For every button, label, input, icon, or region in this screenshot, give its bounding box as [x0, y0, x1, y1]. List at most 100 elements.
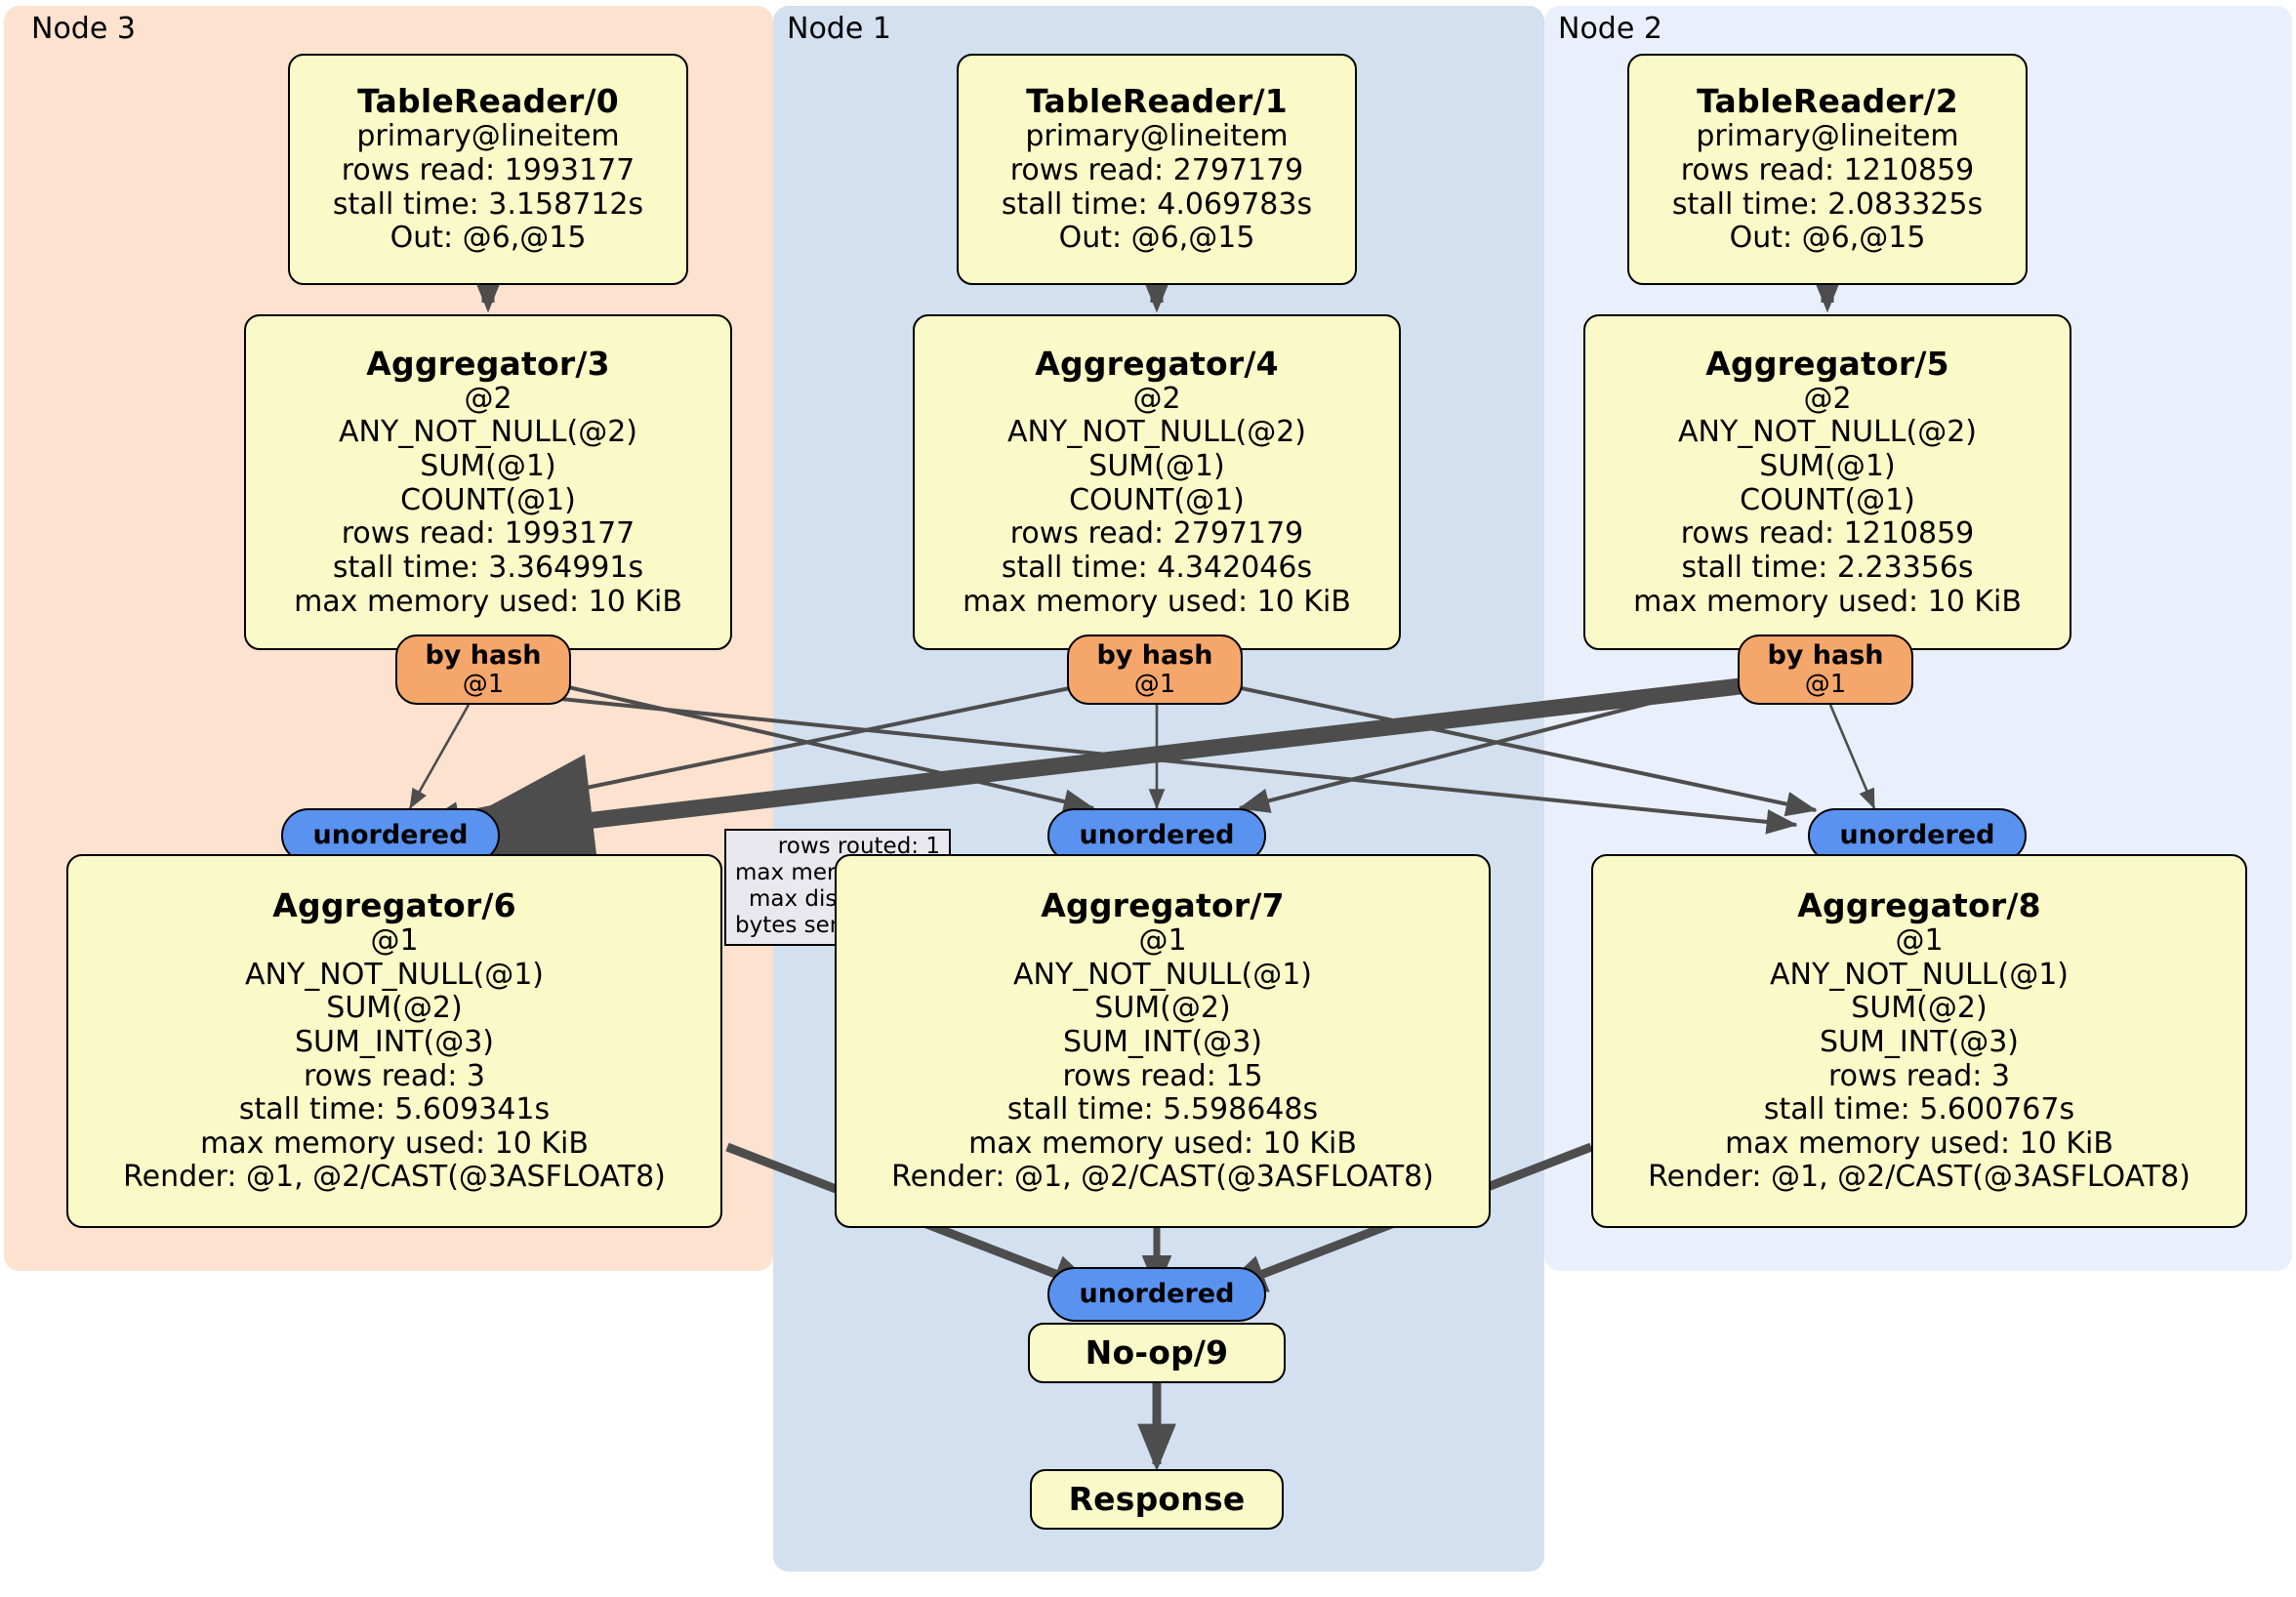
processor-detail: Render: @1, @2/CAST(@3ASFLOAT8): [1648, 1160, 2191, 1195]
processor-detail: @1: [370, 922, 419, 958]
processor-aggregator-7[interactable]: Aggregator/7 @1 ANY_NOT_NULL(@1) SUM(@2)…: [835, 854, 1491, 1228]
processor-title: Aggregator/7: [1041, 885, 1285, 924]
processor-title: TableReader/1: [1026, 82, 1288, 121]
processor-detail: primary@lineitem: [1696, 119, 1959, 154]
processor-detail: @2: [1803, 381, 1852, 416]
processor-noop-9[interactable]: No-op/9: [1028, 1323, 1286, 1383]
processor-detail: @1: [1895, 922, 1944, 958]
processor-detail: rows read: 1993177: [341, 516, 636, 552]
processor-detail: Out: @6,@15: [1729, 221, 1926, 256]
processor-detail: max memory used: 10 KiB: [1633, 584, 2022, 619]
processor-title: Aggregator/5: [1705, 344, 1949, 383]
processor-aggregator-8[interactable]: Aggregator/8 @1 ANY_NOT_NULL(@1) SUM(@2)…: [1591, 854, 2247, 1228]
processor-detail: SUM_INT(@3): [1063, 1024, 1262, 1059]
processor-detail: stall time: 4.069783s: [1001, 186, 1313, 222]
cluster-label-node3: Node 3: [31, 12, 136, 46]
processor-detail: rows read: 1210859: [1680, 152, 1975, 187]
processor-tablereader-0[interactable]: TableReader/0 primary@lineitem rows read…: [288, 54, 688, 285]
processor-detail: ANY_NOT_NULL(@1): [1770, 957, 2069, 992]
processor-detail: @1: [1138, 922, 1187, 958]
processor-detail: stall time: 5.609341s: [238, 1092, 551, 1127]
processor-detail: @2: [464, 381, 512, 416]
synchronizer-unordered-7[interactable]: unordered: [1047, 808, 1266, 863]
processor-title: Aggregator/8: [1797, 885, 2041, 924]
processor-title: No-op/9: [1085, 1332, 1229, 1372]
processor-detail: rows read: 1993177: [341, 152, 636, 187]
processor-aggregator-3[interactable]: Aggregator/3 @2 ANY_NOT_NULL(@2) SUM(@1)…: [244, 314, 732, 650]
router-column: @1: [462, 669, 505, 699]
processor-detail: SUM_INT(@3): [1820, 1024, 2019, 1059]
synchronizer-label: unordered: [312, 820, 469, 851]
processor-detail: SUM(@2): [326, 991, 463, 1026]
processor-detail: ANY_NOT_NULL(@1): [245, 957, 544, 992]
processor-detail: ANY_NOT_NULL(@2): [1007, 415, 1306, 450]
router-label: by hash: [425, 639, 542, 671]
processor-detail: SUM(@1): [1759, 449, 1896, 484]
processor-aggregator-4[interactable]: Aggregator/4 @2 ANY_NOT_NULL(@2) SUM(@1)…: [913, 314, 1401, 650]
processor-title: Response: [1068, 1479, 1246, 1518]
processor-detail: COUNT(@1): [1740, 482, 1915, 517]
processor-detail: stall time: 2.083325s: [1671, 186, 1984, 222]
edge-hash3-unord8: [551, 696, 1798, 835]
edge-hash3-unord7: [551, 681, 1095, 814]
processor-detail: rows read: 15: [1062, 1058, 1263, 1093]
edge-hash4-unord8: [1217, 681, 1818, 817]
processor-tablereader-1[interactable]: TableReader/1 primary@lineitem rows read…: [957, 54, 1357, 285]
processor-detail: stall time: 5.600767s: [1763, 1092, 2075, 1127]
router-by-hash-4[interactable]: by hash @1: [1067, 635, 1243, 705]
processor-detail: Out: @6,@15: [1058, 221, 1255, 256]
router-by-hash-3[interactable]: by hash @1: [395, 635, 571, 705]
processor-detail: SUM(@1): [420, 449, 556, 484]
processor-detail: SUM_INT(@3): [295, 1024, 494, 1059]
processor-detail: SUM(@2): [1851, 991, 1988, 1026]
processor-title: Aggregator/3: [366, 344, 610, 383]
synchronizer-unordered-9[interactable]: unordered: [1047, 1267, 1266, 1322]
processor-detail: stall time: 5.598648s: [1006, 1092, 1319, 1127]
synchronizer-unordered-8[interactable]: unordered: [1808, 808, 2027, 863]
processor-detail: stall time: 3.158712s: [332, 186, 644, 222]
cluster-label-node2: Node 2: [1558, 12, 1662, 46]
synchronizer-label: unordered: [1079, 820, 1235, 851]
processor-detail: ANY_NOT_NULL(@2): [1678, 415, 1977, 450]
processor-aggregator-5[interactable]: Aggregator/5 @2 ANY_NOT_NULL(@2) SUM(@1)…: [1583, 314, 2071, 650]
processor-tablereader-2[interactable]: TableReader/2 primary@lineitem rows read…: [1627, 54, 2028, 285]
processor-title: Aggregator/6: [272, 885, 516, 924]
processor-detail: Out: @6,@15: [390, 221, 587, 256]
processor-detail: max memory used: 10 KiB: [1725, 1126, 2113, 1161]
cluster-label-node1: Node 1: [787, 12, 891, 46]
processor-detail: rows read: 2797179: [1009, 152, 1304, 187]
edge-hash5-unord8: [1828, 704, 1876, 809]
processor-detail: rows read: 2797179: [1009, 516, 1304, 552]
router-label: by hash: [1767, 639, 1884, 671]
router-column: @1: [1804, 669, 1847, 699]
edge-hash5-unord7: [1238, 672, 1766, 813]
processor-detail: COUNT(@1): [1069, 482, 1245, 517]
processor-detail: stall time: 3.364991s: [332, 551, 644, 586]
synchronizer-unordered-6[interactable]: unordered: [281, 808, 500, 863]
processor-title: TableReader/2: [1697, 82, 1958, 121]
processor-detail: primary@lineitem: [356, 119, 620, 154]
router-by-hash-5[interactable]: by hash @1: [1738, 635, 1913, 705]
router-column: @1: [1133, 669, 1176, 699]
processor-detail: ANY_NOT_NULL(@2): [339, 415, 637, 450]
processor-detail: COUNT(@1): [400, 482, 576, 517]
synchronizer-label: unordered: [1839, 820, 1995, 851]
processor-detail: Render: @1, @2/CAST(@3ASFLOAT8): [123, 1160, 666, 1195]
edge-hash5-unord6: [428, 675, 1766, 886]
processor-aggregator-6[interactable]: Aggregator/6 @1 ANY_NOT_NULL(@1) SUM(@2)…: [66, 854, 722, 1228]
processor-detail: rows read: 3: [1827, 1058, 2011, 1093]
router-label: by hash: [1096, 639, 1213, 671]
processor-detail: stall time: 4.342046s: [1001, 551, 1313, 586]
processor-detail: primary@lineitem: [1025, 119, 1289, 154]
processor-detail: max memory used: 10 KiB: [968, 1126, 1357, 1161]
processor-response[interactable]: Response: [1030, 1469, 1284, 1530]
processor-detail: ANY_NOT_NULL(@1): [1013, 957, 1312, 992]
processor-detail: max memory used: 10 KiB: [294, 584, 682, 619]
processor-title: Aggregator/4: [1035, 344, 1279, 383]
processor-detail: SUM(@2): [1094, 991, 1231, 1026]
synchronizer-label: unordered: [1079, 1279, 1235, 1310]
processor-detail: @2: [1132, 381, 1181, 416]
processor-detail: max memory used: 10 KiB: [963, 584, 1351, 619]
processor-title: TableReader/0: [357, 82, 619, 121]
